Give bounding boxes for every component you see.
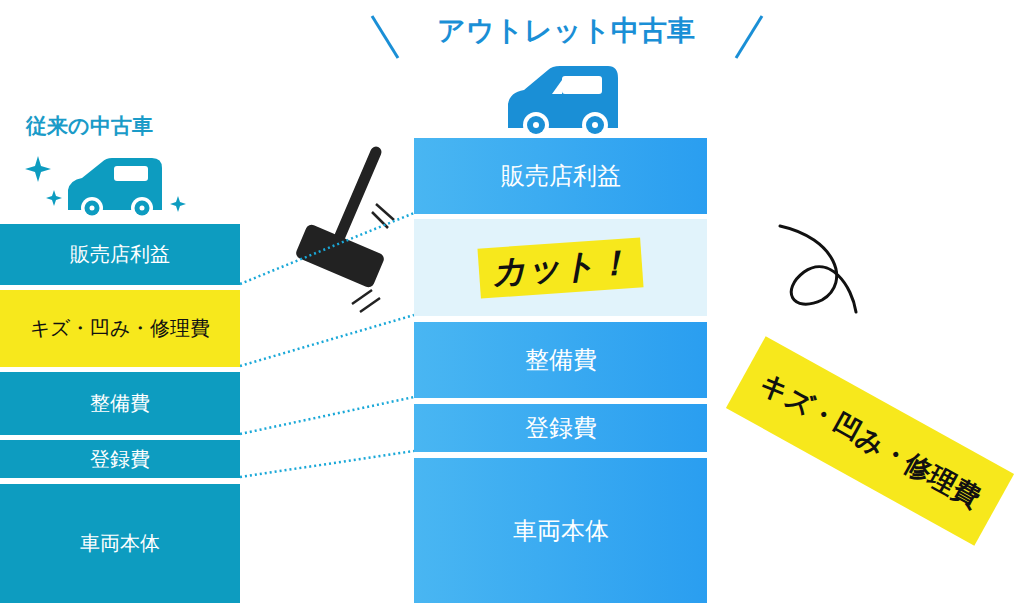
cost-band: 登録費	[414, 404, 707, 452]
level-connector	[240, 397, 414, 434]
column-heading: 従来の中古車	[26, 112, 153, 140]
impact-lines	[352, 204, 394, 312]
band-label: 整備費	[90, 390, 150, 417]
cost-band: キズ・凹み・修理費	[726, 336, 1014, 545]
cut-sticker: カット！	[477, 237, 643, 298]
cost-band: 車両本体	[0, 484, 240, 603]
band-label: 登録費	[525, 412, 597, 444]
cost-band: 販売店利益	[414, 138, 707, 214]
hammer	[294, 152, 385, 289]
cost-band: 登録費	[0, 440, 240, 478]
band-label: 販売店利益	[70, 241, 170, 268]
cost-band: 整備費	[0, 372, 240, 435]
level-connector	[240, 213, 414, 284]
heading-slash	[736, 16, 762, 58]
heading-slash	[372, 16, 398, 58]
band-label: キズ・凹み・修理費	[754, 366, 987, 517]
band-label: 販売店利益	[501, 160, 621, 192]
column-heading: アウトレット中古車	[437, 12, 695, 50]
band-label: 登録費	[90, 446, 150, 473]
motion-swirl	[780, 226, 856, 312]
cost-band: キズ・凹み・修理費	[0, 290, 240, 367]
sparkle	[25, 156, 186, 212]
level-connector	[240, 315, 414, 366]
cost-band: 車両本体	[414, 458, 707, 603]
cut-band: カット！	[414, 219, 707, 316]
car-icon	[508, 66, 618, 138]
cost-band: 整備費	[414, 322, 707, 398]
band-label: 整備費	[525, 344, 597, 376]
band-label: 車両本体	[80, 530, 160, 557]
band-label: キズ・凹み・修理費	[30, 315, 210, 342]
car-icon	[68, 158, 162, 219]
band-label: 車両本体	[513, 515, 609, 547]
level-connector	[240, 451, 414, 477]
cost-band: 販売店利益	[0, 224, 240, 285]
